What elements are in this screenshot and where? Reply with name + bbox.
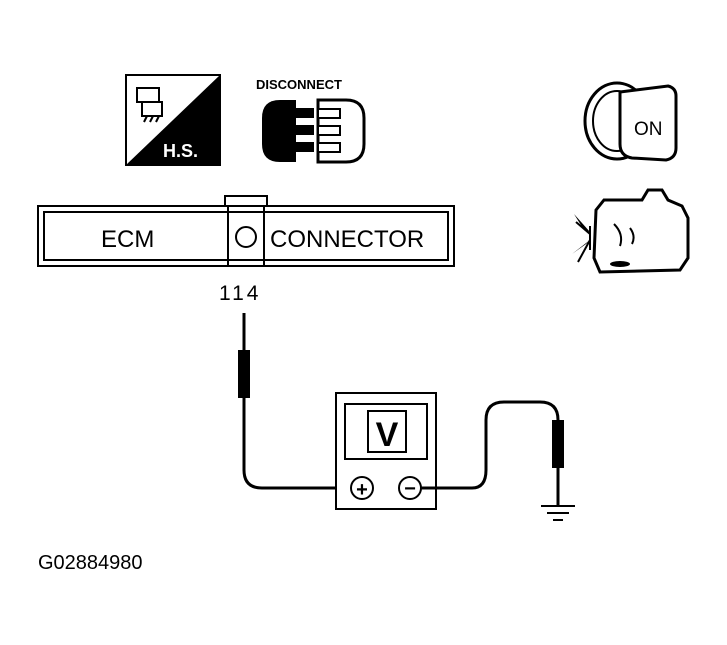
terminal-number: 114: [219, 282, 261, 305]
plus-terminal-icon: [350, 476, 374, 500]
connector-label: CONNECTOR: [270, 226, 424, 253]
ignition-on-icon: ON: [583, 81, 678, 162]
harness-label: H.S.: [163, 141, 198, 161]
negative-probe: [421, 400, 564, 506]
voltmeter: V + −: [335, 392, 437, 510]
terminal-pin-icon: [235, 226, 257, 248]
ecm-label: ECM: [101, 226, 154, 253]
ignition-label: ON: [634, 119, 663, 140]
engine-icon: [572, 188, 690, 274]
minus-symbol: −: [404, 478, 416, 500]
ecm-connector: ECM CONNECTOR: [37, 195, 455, 267]
figure-id: G02884980: [38, 552, 143, 574]
meter-unit-label: V: [376, 416, 399, 454]
plus-symbol: +: [356, 479, 368, 501]
harness-connector-icon: H.S.: [125, 74, 221, 166]
positive-probe: [238, 313, 350, 490]
disconnect-label: DISCONNECT: [256, 77, 342, 92]
disconnect-icon: DISCONNECT: [256, 77, 366, 164]
ground-icon: [541, 505, 575, 521]
